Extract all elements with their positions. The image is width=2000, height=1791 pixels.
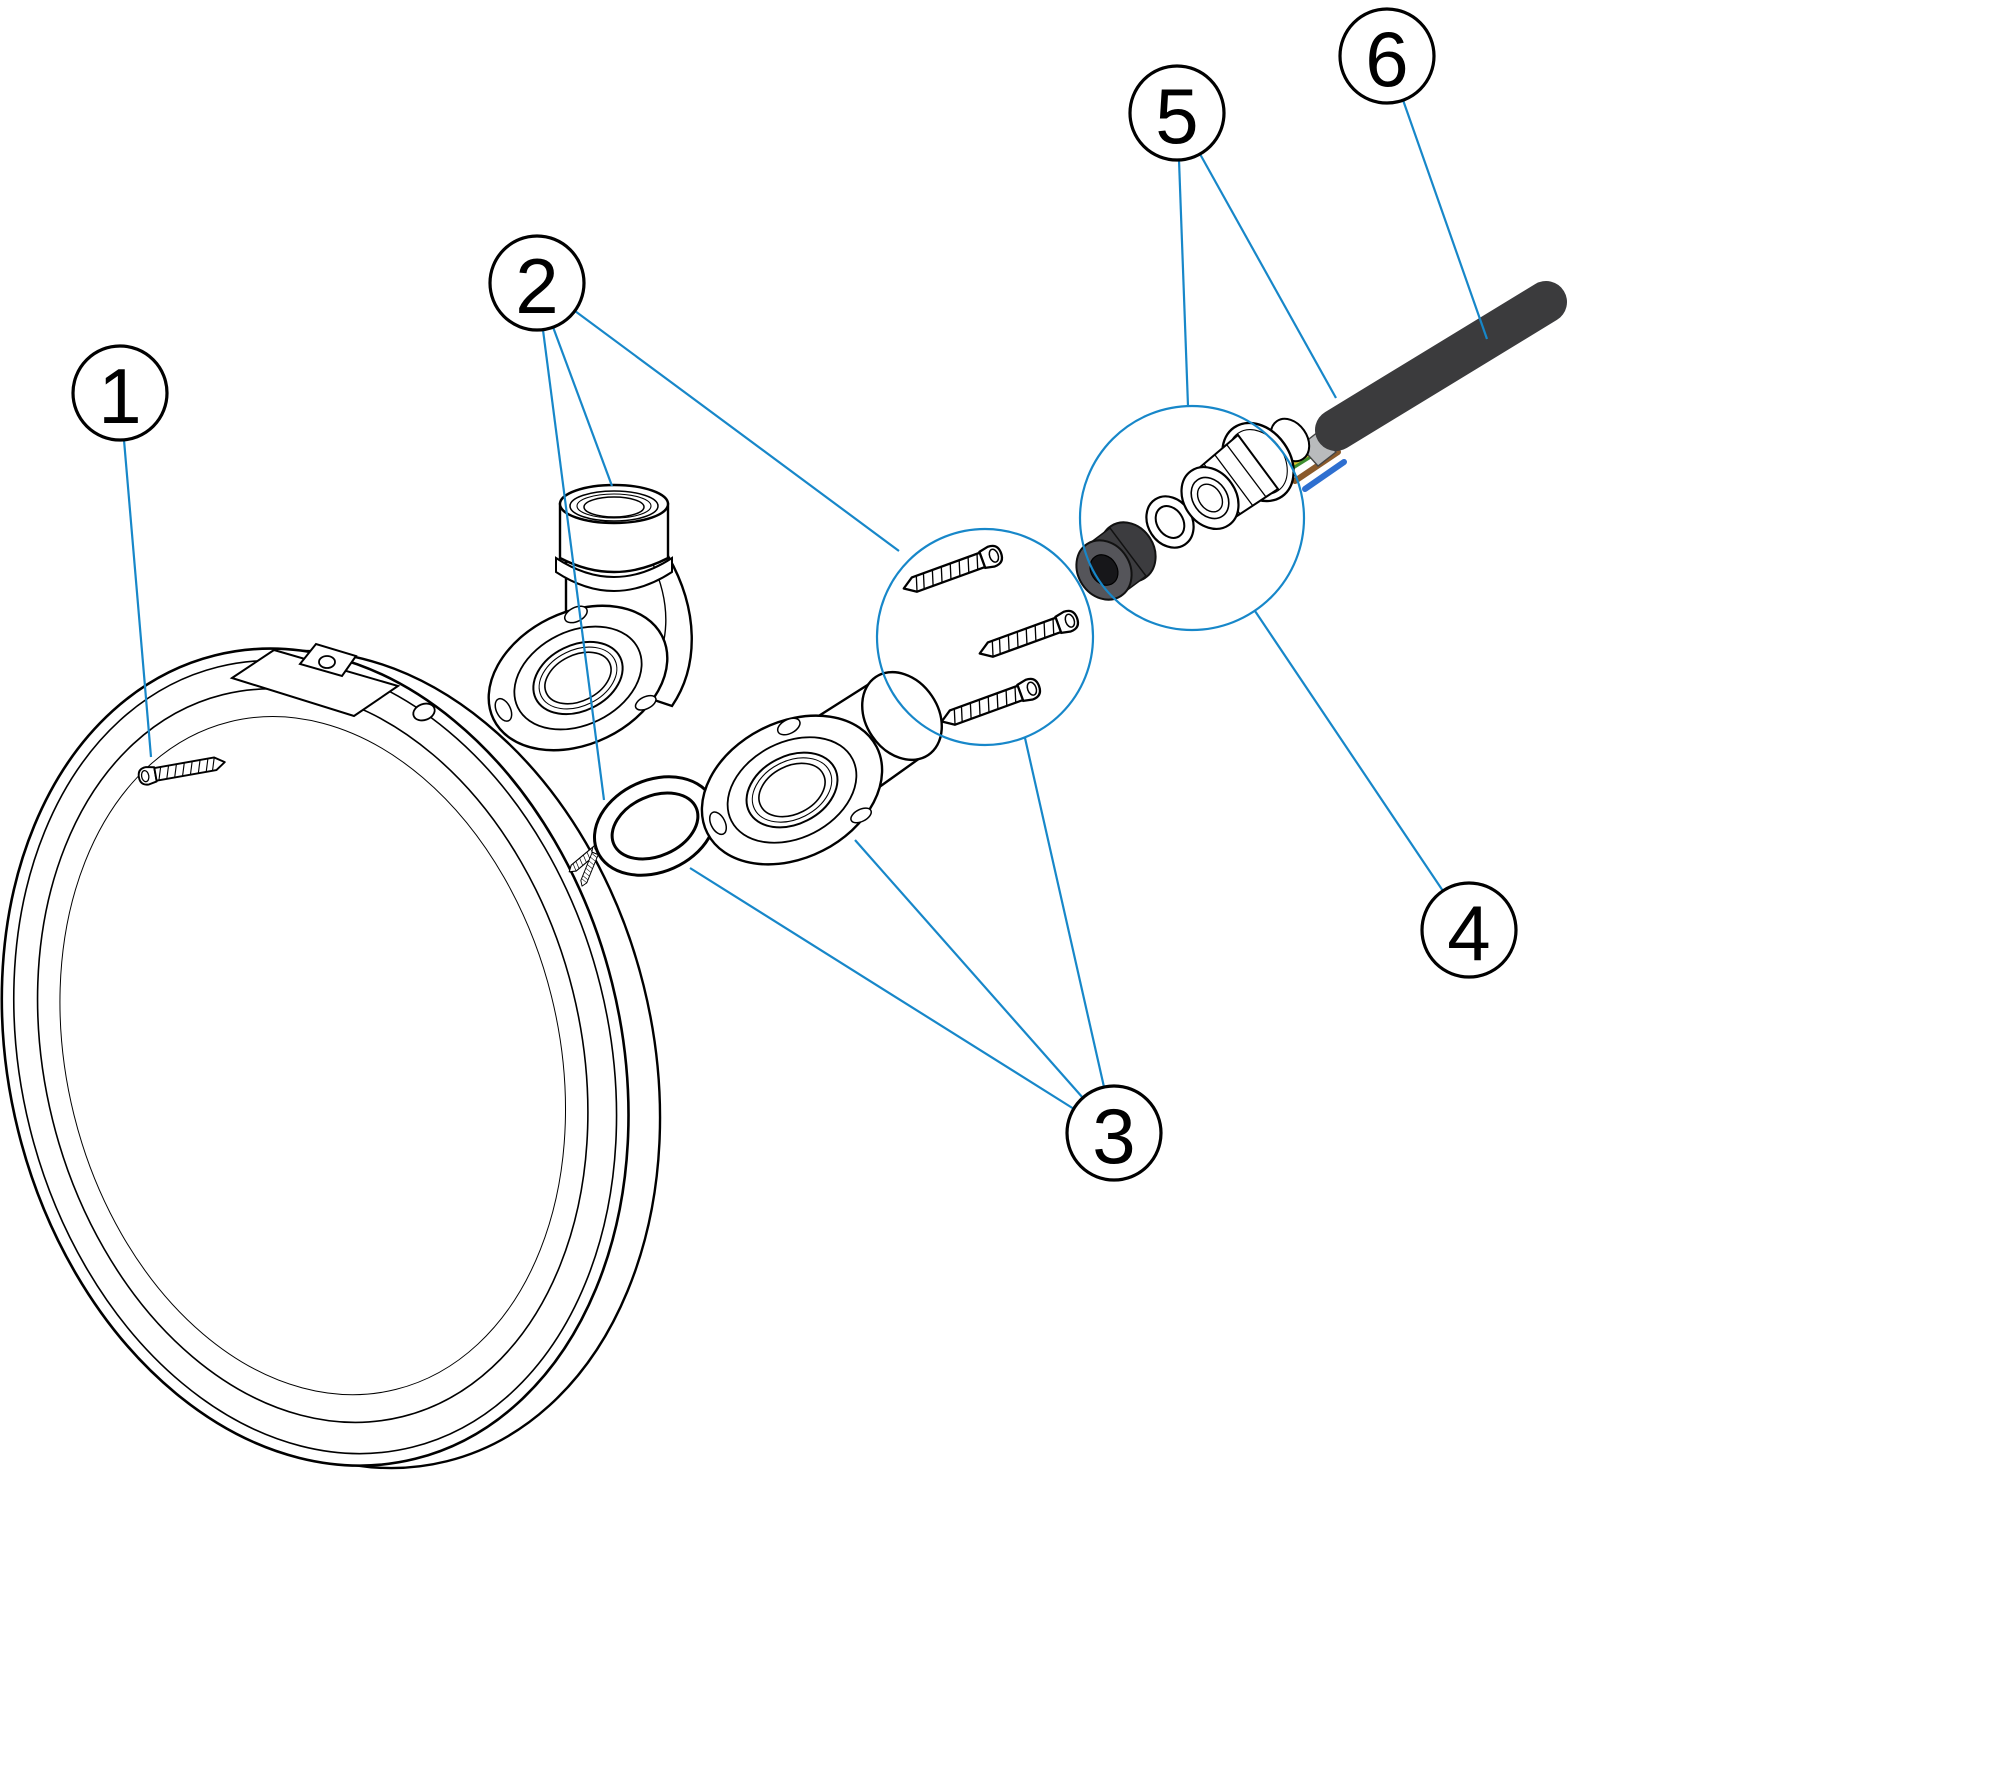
callout-5-number: 5 bbox=[1155, 72, 1198, 160]
gland-washer bbox=[1145, 495, 1195, 549]
callout-6-number: 6 bbox=[1365, 15, 1408, 103]
front-rim-outer bbox=[0, 647, 630, 1467]
callout-1-circle bbox=[71, 344, 169, 442]
o-ring bbox=[592, 775, 718, 877]
flange-slot bbox=[634, 694, 657, 711]
power-cable bbox=[1315, 281, 1567, 451]
callout-4-number: 4 bbox=[1447, 889, 1490, 977]
leader-line-2a bbox=[551, 326, 614, 487]
leader-line-5a bbox=[1177, 159, 1190, 407]
leader-line-5b bbox=[1199, 153, 1337, 399]
callout-5-circle bbox=[1128, 64, 1226, 162]
nut-thread bbox=[569, 490, 659, 522]
lens-face bbox=[36, 688, 589, 1424]
mounting-screw bbox=[937, 675, 1044, 733]
elbow-union-fitting bbox=[487, 483, 693, 752]
elbow-flange bbox=[487, 604, 669, 752]
leader-line-3c bbox=[1023, 737, 1106, 1088]
callout-1: 1 bbox=[71, 344, 169, 442]
callout-5: 5 bbox=[1128, 64, 1226, 162]
callout-2-number: 2 bbox=[515, 242, 558, 330]
conduit-flange bbox=[700, 714, 884, 866]
leader-line-2b bbox=[541, 329, 606, 801]
callouts: 1 2 3 4 5 6 bbox=[71, 7, 1518, 1182]
flange-slot bbox=[776, 717, 801, 736]
gland-nut bbox=[1180, 417, 1311, 530]
front-rim-inner bbox=[12, 659, 618, 1455]
callout-4-circle bbox=[1420, 881, 1518, 979]
callout-2: 2 bbox=[488, 234, 586, 332]
elbow-nut bbox=[555, 483, 673, 592]
nut-thread bbox=[576, 493, 652, 519]
pool-light-body bbox=[0, 647, 662, 1470]
annotation-layer bbox=[122, 99, 1489, 1110]
callout-3: 3 bbox=[1065, 1084, 1163, 1182]
flange-slot bbox=[708, 811, 728, 836]
nut-thread bbox=[583, 496, 645, 518]
callout-4: 4 bbox=[1420, 881, 1518, 979]
tab-hole bbox=[318, 655, 336, 669]
spigot-end bbox=[861, 670, 943, 762]
detail-circle-gland bbox=[1078, 404, 1306, 632]
flange-slot bbox=[494, 697, 513, 722]
detail-circle-screws bbox=[875, 527, 1095, 747]
mounting-tab bbox=[229, 642, 436, 722]
callout-3-number: 3 bbox=[1092, 1092, 1135, 1180]
conduit-flange-assembly bbox=[700, 670, 943, 866]
lens-inner-edge bbox=[59, 716, 567, 1396]
gland-parts bbox=[1075, 417, 1311, 601]
leader-line-2c bbox=[574, 310, 900, 552]
wire-blue bbox=[1302, 459, 1347, 492]
side-lug bbox=[412, 702, 436, 722]
callout-6-circle bbox=[1338, 7, 1436, 105]
callout-1-number: 1 bbox=[98, 352, 141, 440]
flange-slot bbox=[850, 807, 872, 824]
mounting-screw bbox=[899, 542, 1006, 600]
callout-6: 6 bbox=[1338, 7, 1436, 105]
mounting-screw bbox=[975, 607, 1082, 665]
callout-3-circle bbox=[1065, 1084, 1163, 1182]
leader-line-3b bbox=[854, 839, 1084, 1099]
leader-line-3a bbox=[689, 867, 1075, 1110]
leader-line-1 bbox=[122, 439, 153, 758]
callout-2-circle bbox=[488, 234, 586, 332]
leader-line-4 bbox=[1254, 610, 1444, 892]
leader-line-6 bbox=[1401, 99, 1489, 340]
